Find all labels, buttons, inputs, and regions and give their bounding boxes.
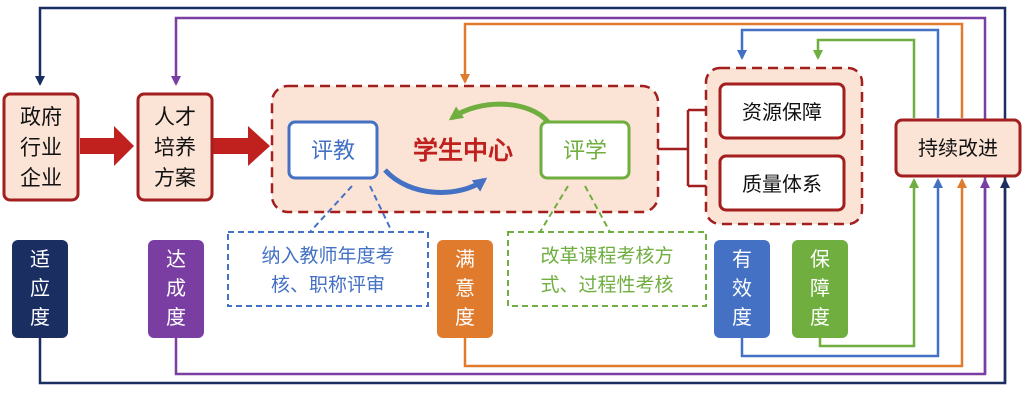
teach-note-line-2: 核、职称评审 <box>271 274 385 296</box>
satisfy-measure-label-line-3: 度 <box>455 305 475 329</box>
achieve-measure-label-line-3: 度 <box>166 305 186 329</box>
effectiveness-top-line <box>737 28 940 118</box>
achieve-measure-label-line-2: 成 <box>166 276 186 300</box>
arrow-gov-to-plan <box>80 126 134 166</box>
gov-label-line-3: 企业 <box>20 166 62 190</box>
effect-measure-label-line-2: 效 <box>732 276 752 300</box>
teach-note-connector <box>309 185 353 233</box>
adapt-measure-label-line-2: 应 <box>30 276 50 300</box>
adapt-measure-label: 适应度 <box>30 247 50 329</box>
gov-box <box>2 92 80 202</box>
guarantee-measure-label-line-3: 度 <box>810 305 830 329</box>
resources-label: 资源保障 <box>742 100 822 124</box>
satisfy-measure-label-line-1: 满 <box>455 247 475 271</box>
effectiveness-loop-line <box>740 178 943 358</box>
satisfy-measure-label: 满意度 <box>455 247 475 329</box>
gov-label: 政府行业企业 <box>20 105 62 190</box>
adapt-measure-box <box>12 240 68 338</box>
achieve-measure-label-line-1: 达 <box>166 247 186 271</box>
arrow-plan-to-center <box>212 126 270 166</box>
plan-box <box>136 92 214 202</box>
eval-teach-label: 评教 <box>311 139 355 164</box>
guarantee-measure-label: 保障度 <box>810 247 830 329</box>
bracket-connector <box>658 108 718 188</box>
satisfaction-loop-line <box>463 178 967 368</box>
student-center-label: 学生中心 <box>413 136 513 165</box>
learn-note-connector <box>539 185 569 233</box>
learn-note-box <box>507 231 707 307</box>
curve-arrow-learn-to-teach <box>448 101 550 124</box>
eval-learn-label: 评学 <box>563 139 607 164</box>
guarantee-loop-line <box>818 178 919 348</box>
improve-label: 持续改进 <box>918 136 998 160</box>
achieve-measure-box <box>148 240 204 338</box>
learn-note-line-2: 式、过程性考核 <box>540 274 673 296</box>
plan-label-line-2: 培养 <box>154 135 196 159</box>
curve-arrow-teach-to-learn <box>383 168 488 195</box>
satisfaction-top-line <box>460 22 964 118</box>
improve-box <box>894 118 1022 178</box>
learn-note-connector-2 <box>584 185 611 233</box>
plan-label-line-1: 人才 <box>154 105 196 129</box>
gov-label-line-1: 政府 <box>20 105 62 129</box>
quality-box <box>718 154 846 212</box>
plan-label-line-3: 方案 <box>154 166 196 190</box>
achieve-measure-label: 达成度 <box>166 247 186 329</box>
adapt-measure-label-line-1: 适 <box>30 247 50 271</box>
guarantee-measure-label-line-1: 保 <box>810 247 830 271</box>
teach-note-box <box>227 231 429 307</box>
learn-note-line-1: 改革课程考核方 <box>540 245 673 267</box>
effect-measure-label: 有效度 <box>732 247 752 329</box>
quality-label: 质量体系 <box>742 172 822 196</box>
adapt-measure-label-line-3: 度 <box>30 305 50 329</box>
eval-teach-box <box>287 120 379 180</box>
satisfy-measure-box <box>437 240 493 338</box>
teach-note-line-1: 纳入教师年度考 <box>261 245 394 267</box>
effect-measure-box <box>714 240 770 338</box>
gov-label-line-2: 行业 <box>20 135 62 159</box>
guarantee-measure-label-line-2: 障 <box>810 276 830 300</box>
plan-label: 人才培养方案 <box>154 105 196 190</box>
teach-note-connector-2 <box>369 185 393 233</box>
eval-learn-box <box>539 120 631 180</box>
guarantee-measure-box <box>792 240 848 338</box>
guarantee-top-line <box>813 38 916 118</box>
resources-box <box>718 82 846 140</box>
effect-measure-label-line-1: 有 <box>732 247 752 271</box>
satisfy-measure-label-line-2: 意 <box>455 276 475 300</box>
effect-measure-label-line-3: 度 <box>732 305 752 329</box>
